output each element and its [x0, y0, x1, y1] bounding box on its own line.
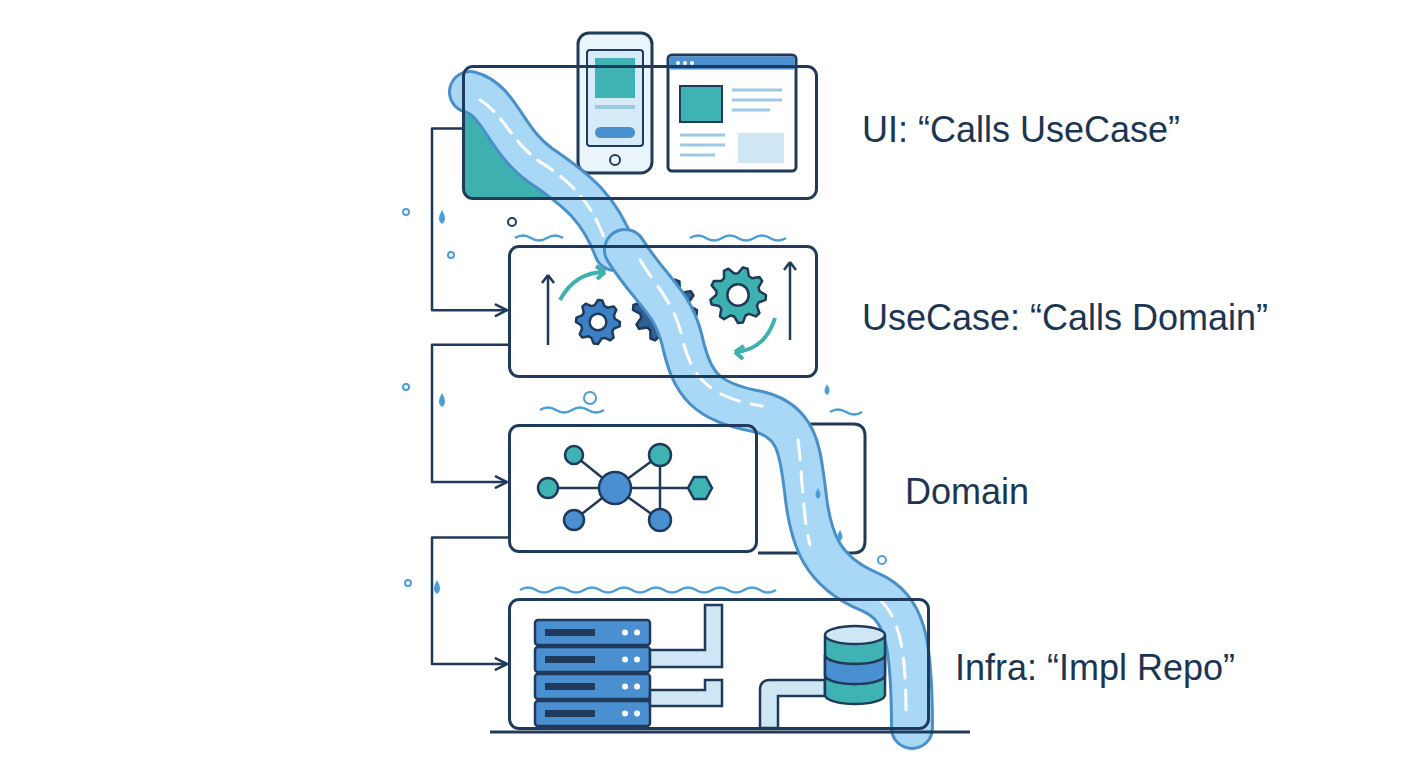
server-led — [622, 657, 628, 663]
layer-label: UI: “Calls UseCase” — [862, 109, 1180, 150]
layer-label: UseCase: “Calls Domain” — [862, 297, 1268, 338]
server-slot — [545, 710, 595, 717]
flow-arrow — [432, 345, 508, 482]
flow-arrow — [432, 128, 507, 310]
gear-hub — [590, 314, 607, 331]
server-led — [634, 711, 640, 717]
layer-box: UseCase: “Calls Domain” — [508, 245, 818, 378]
layer-label: Domain — [905, 471, 1029, 512]
gear — [710, 267, 766, 323]
server-led — [634, 684, 640, 690]
ground-line — [490, 731, 970, 734]
layer-box: Domain — [508, 424, 758, 553]
pipes — [650, 605, 825, 728]
layer-box: Infra: “Impl Repo” — [508, 598, 930, 730]
water-surface — [515, 236, 862, 593]
browser-icon — [668, 55, 796, 171]
layer-box: UI: “Calls UseCase” — [462, 65, 818, 200]
flow-arrow — [432, 538, 508, 664]
server-led — [622, 684, 628, 690]
server-slot — [545, 629, 595, 636]
server-led — [622, 630, 628, 636]
server-led — [634, 630, 640, 636]
gear — [576, 300, 620, 344]
phone-icon — [578, 33, 652, 173]
layer-label: Infra: “Impl Repo” — [955, 647, 1235, 688]
domain-graph — [538, 444, 712, 531]
server-slot — [545, 683, 595, 690]
server-rack — [535, 620, 650, 726]
water-stream — [470, 92, 912, 728]
gear-hub — [727, 284, 748, 305]
water-drops — [403, 209, 886, 594]
server-led — [622, 711, 628, 717]
server-led — [634, 657, 640, 663]
server-slots — [545, 629, 640, 717]
database-icon — [825, 626, 885, 704]
server-slot — [545, 656, 595, 663]
